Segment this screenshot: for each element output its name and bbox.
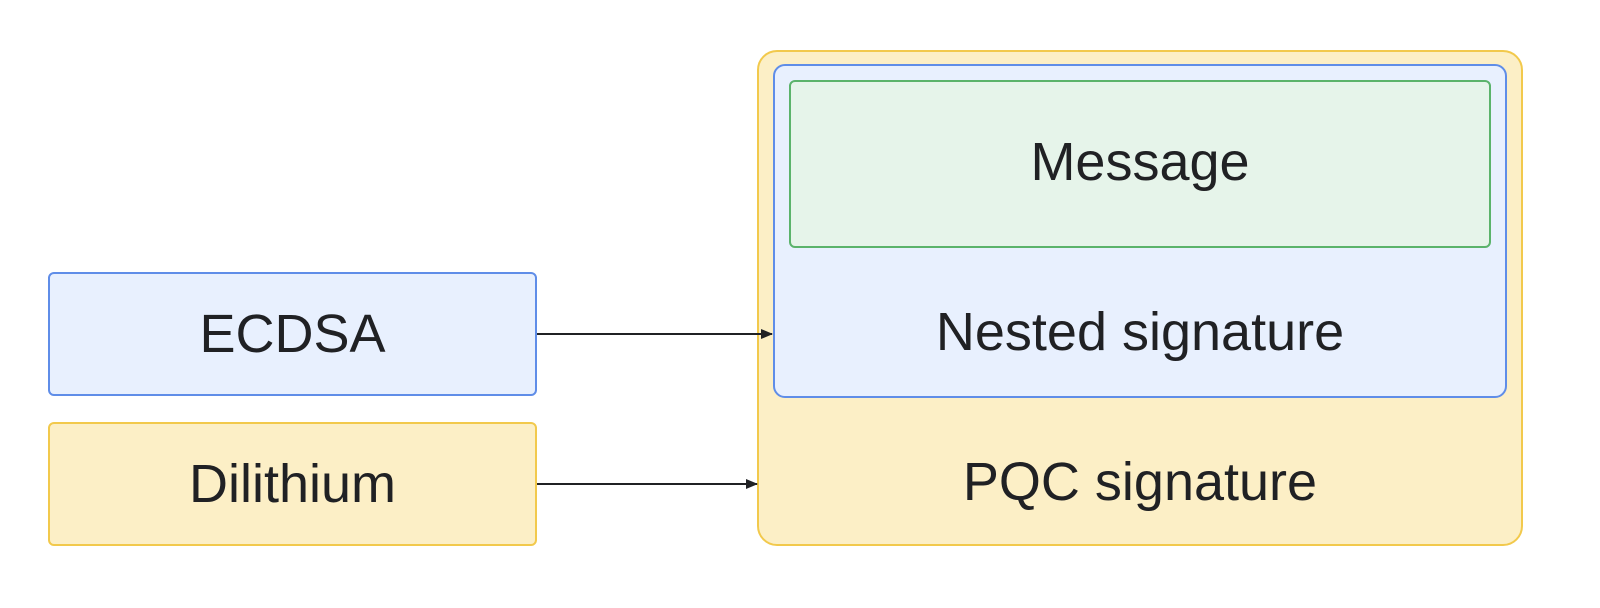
ecdsa-label: ECDSA — [199, 304, 386, 364]
message-label: Message — [1030, 132, 1250, 192]
ecdsa-node: ECDSA — [48, 272, 537, 396]
dilithium-node: Dilithium — [48, 422, 537, 546]
pqc-signature-label: PQC signature — [962, 452, 1318, 512]
pqc-signature-node: Message Nested signature PQC signature — [757, 50, 1523, 546]
nested-signature-label: Nested signature — [935, 302, 1345, 362]
message-node: Message — [789, 80, 1491, 248]
nested-signature-node: Message Nested signature — [773, 64, 1507, 398]
dilithium-label: Dilithium — [188, 454, 397, 514]
